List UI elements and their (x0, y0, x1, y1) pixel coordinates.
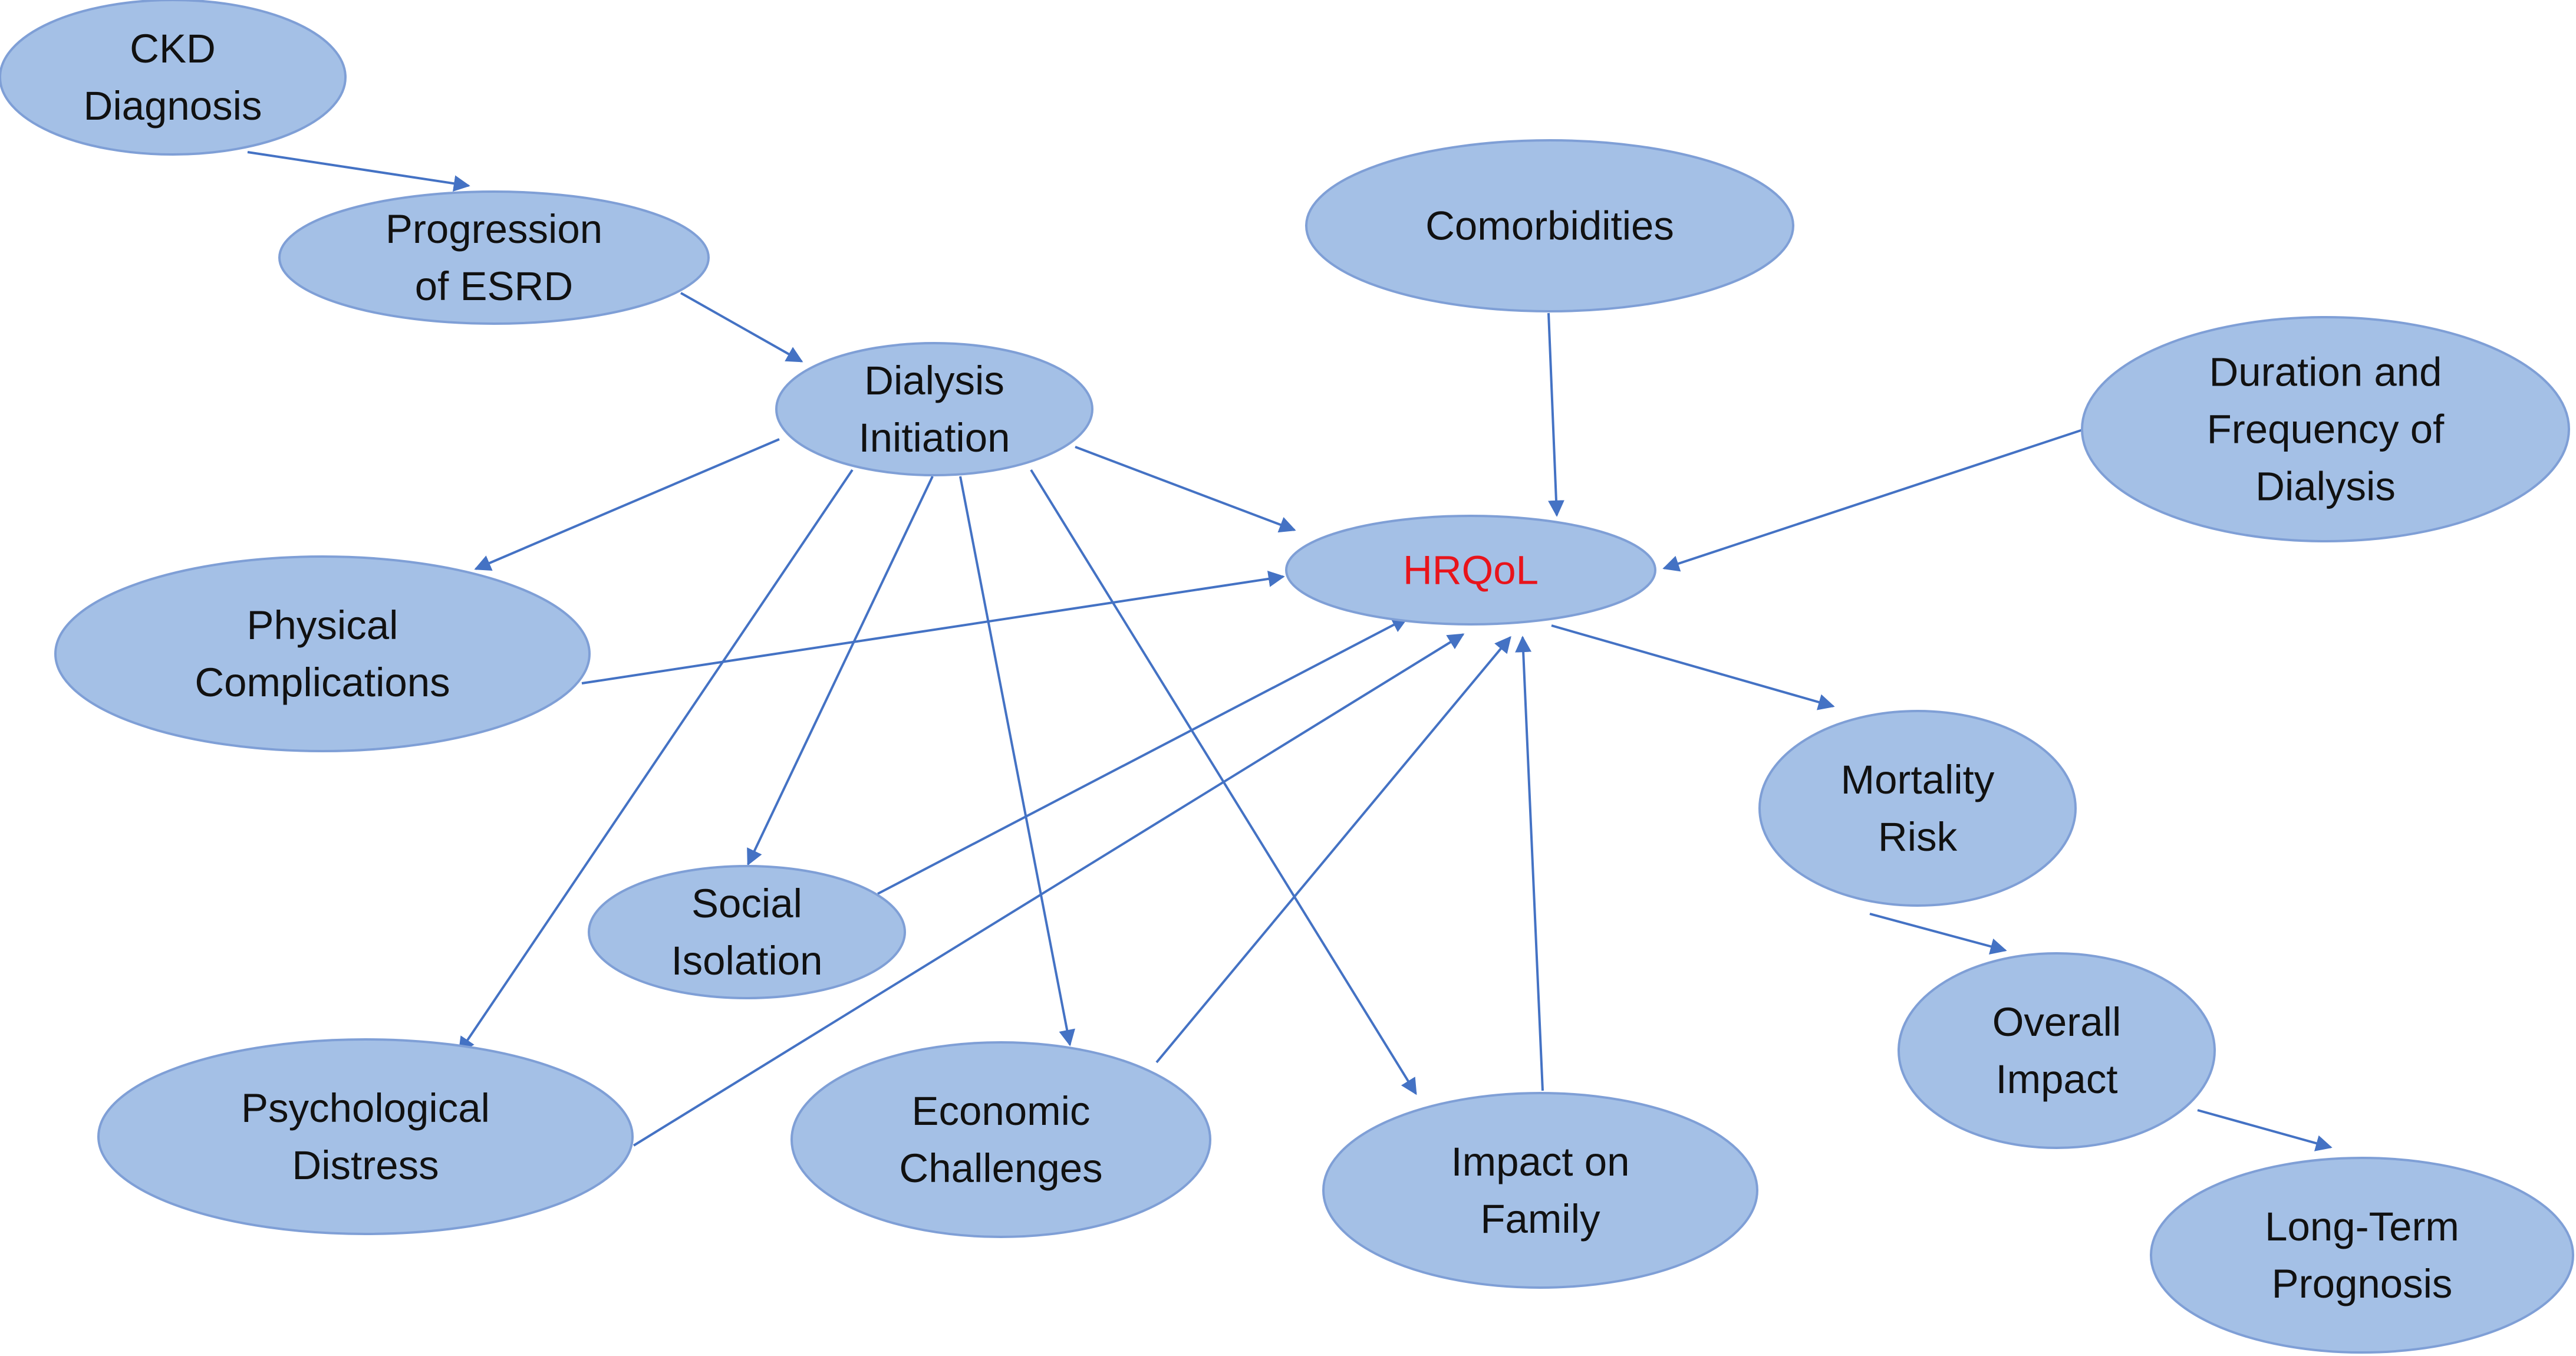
node-mortality (1758, 710, 2077, 907)
edge-hrqol-to-mortality (1551, 624, 1835, 710)
node-hrqol (1285, 515, 1656, 626)
edge-duration-to-hrqol (1662, 429, 2083, 572)
node-label-esrd: Progression of ESRD (386, 200, 602, 315)
node-label-line: Risk (1877, 814, 1958, 860)
node-shape-duration (2081, 316, 2570, 542)
node-label-line: Impact (1995, 1057, 2118, 1102)
node-label-line: HRQoL (1402, 547, 1539, 593)
node-label-line: Diagnosis (83, 83, 262, 129)
edge-dialysis-to-physical (474, 438, 780, 571)
node-duration (2081, 316, 2570, 542)
node-label-line: Comorbidities (1425, 203, 1674, 249)
node-shape-comorb (1305, 139, 1794, 312)
node-label-line: Duration and (2209, 349, 2442, 395)
node-overall (1898, 952, 2216, 1149)
edge-comorb-to-hrqol (1547, 312, 1564, 517)
node-dialysis (775, 342, 1093, 476)
edge-economic-to-hrqol (1155, 636, 1511, 1064)
edge-dialysis-to-economic (959, 476, 1075, 1046)
node-shape-ckd (0, 0, 347, 156)
node-label-line: Isolation (671, 938, 823, 983)
edge-dialysis-to-psych (458, 469, 854, 1054)
node-shape-hrqol (1285, 515, 1656, 626)
node-label-line: Physical (246, 603, 398, 648)
node-shape-social (588, 865, 906, 999)
edge-mortality-to-overall (1869, 913, 2007, 955)
node-label-line: Frequency of (2206, 406, 2445, 452)
node-label-line: Dialysis (2255, 463, 2396, 509)
node-shape-overall (1898, 952, 2216, 1149)
node-label-ckd: CKD Diagnosis (84, 20, 262, 134)
node-shape-longterm (2150, 1157, 2574, 1354)
edges-layer (247, 151, 2333, 1151)
node-label-line: Prognosis (2271, 1261, 2453, 1306)
node-label-line: Mortality (1840, 757, 1995, 802)
node-psych (97, 1038, 634, 1235)
node-label-line: Psychological (241, 1085, 490, 1131)
node-label-line: Progression (385, 206, 603, 252)
node-shape-economic (790, 1041, 1211, 1238)
node-social (588, 865, 906, 999)
node-label-line: CKD (130, 26, 216, 71)
node-shape-mortality (1758, 710, 2077, 907)
node-label-line: Impact on (1451, 1139, 1630, 1184)
node-label-line: Long-Term (2265, 1204, 2459, 1249)
node-label-line: Complications (195, 660, 450, 705)
node-physical (54, 555, 591, 752)
node-comorb (1305, 139, 1794, 312)
node-label-line: Family (1480, 1196, 1600, 1242)
node-esrd (278, 190, 710, 325)
edge-esrd-to-dialysis (680, 292, 803, 363)
node-label-comorb: Comorbidities (1425, 198, 1674, 255)
edge-family-to-hrqol (1515, 636, 1544, 1091)
edge-dialysis-to-social (747, 476, 934, 866)
edge-ckd-to-esrd (247, 151, 470, 192)
node-label-line: Initiation (858, 415, 1010, 460)
node-family (1322, 1092, 1758, 1289)
node-longterm (2150, 1157, 2574, 1354)
edge-social-to-hrqol (877, 617, 1409, 895)
node-shape-family (1322, 1092, 1758, 1289)
node-label-line: Economic (911, 1088, 1091, 1134)
node-shape-esrd (278, 190, 710, 325)
node-ckd (0, 0, 347, 156)
node-label-line: Overall (1992, 999, 2122, 1045)
node-label-family: Impact on Family (1451, 1133, 1630, 1248)
node-label-line: Challenges (899, 1146, 1103, 1191)
node-label-line: Dialysis (864, 358, 1004, 403)
edge-dialysis-to-hrqol (1075, 446, 1296, 533)
node-economic (790, 1041, 1211, 1238)
node-label-line: of ESRD (414, 264, 574, 309)
edge-psych-to-hrqol (633, 633, 1465, 1147)
node-shape-physical (54, 555, 591, 752)
edge-overall-to-longterm (2197, 1109, 2333, 1151)
node-shape-psych (97, 1038, 634, 1235)
edge-physical-to-hrqol (581, 570, 1285, 684)
node-label-line: Social (691, 881, 802, 926)
node-label-hrqol: HRQoL (1403, 542, 1539, 599)
node-shape-dialysis (775, 342, 1093, 476)
node-label-line: Distress (292, 1143, 439, 1188)
